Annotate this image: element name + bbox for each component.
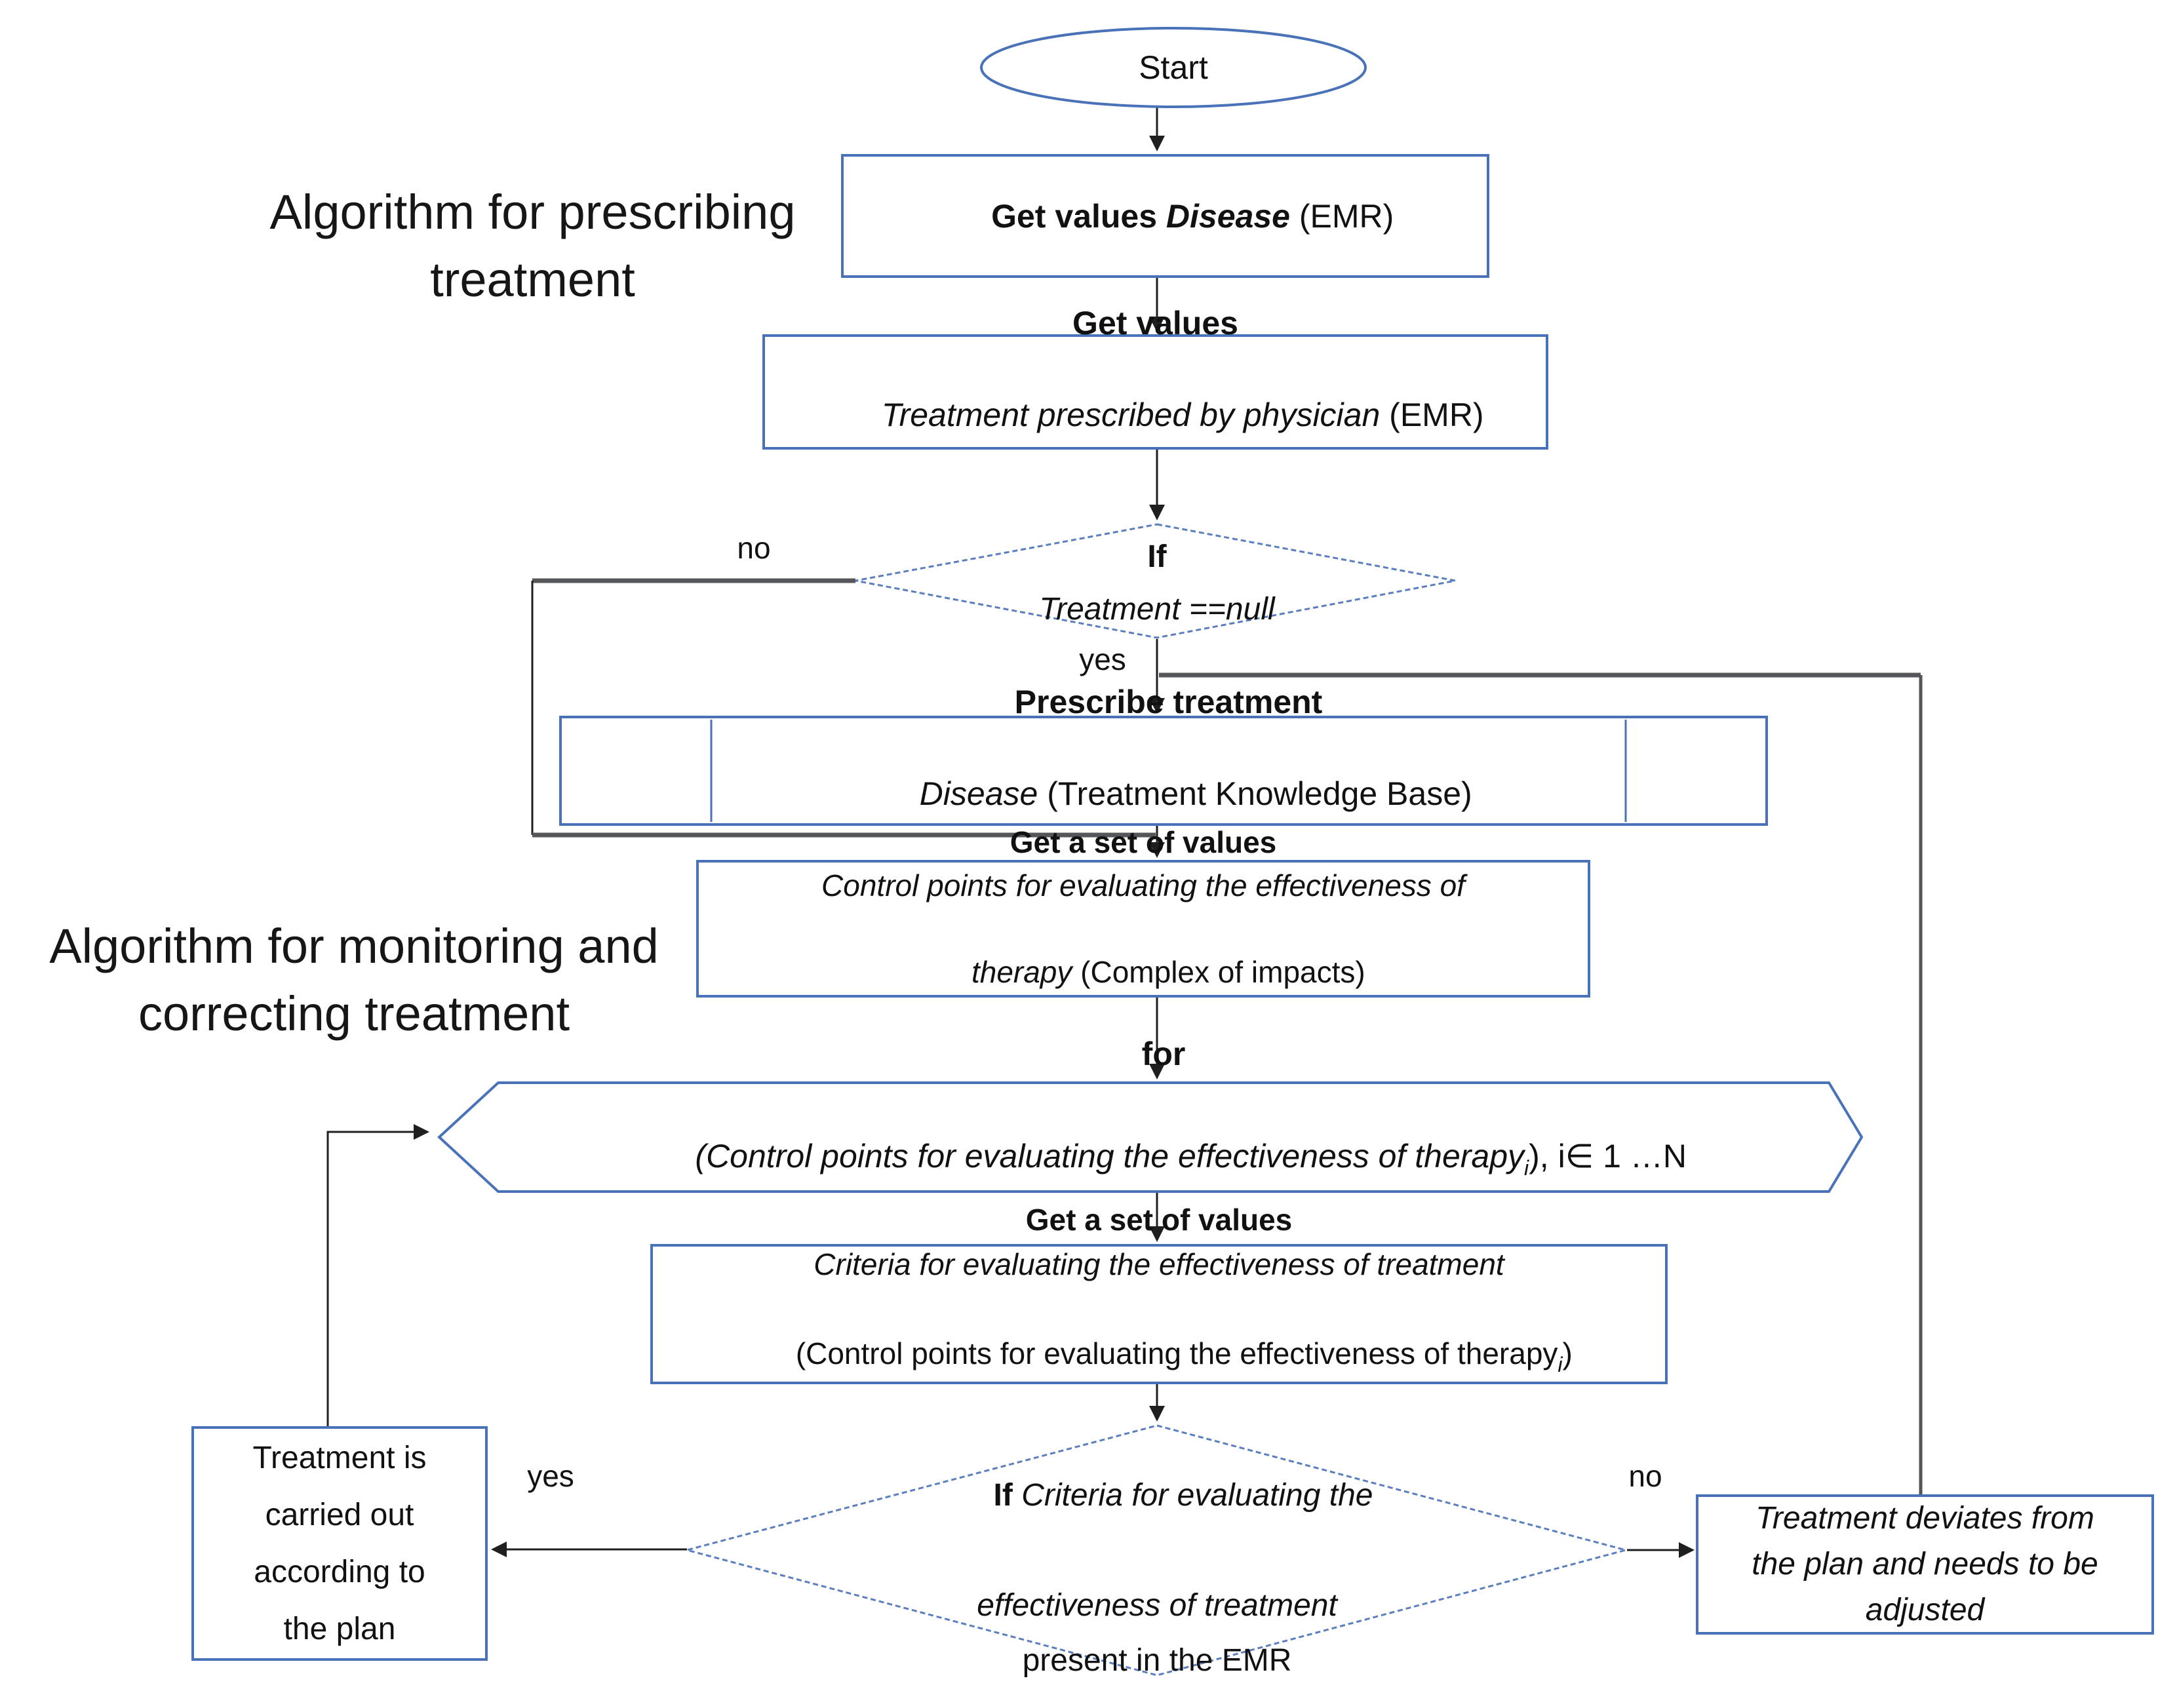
treatment-null-diamond — [855, 523, 1456, 639]
get-treatment-box — [762, 334, 1548, 450]
label-yes-bottom: yes — [527, 1459, 574, 1493]
get-control-points-box — [696, 860, 1590, 998]
title-monitoring: Algorithm for monitoring and correcting … — [49, 919, 659, 1041]
get-criteria-line2: Criteria for evaluating the effectivenes… — [814, 1247, 1504, 1281]
node-get-criteria: Get a set of values Criteria for evaluat… — [652, 1203, 1666, 1383]
get-control-points-title: Get a set of values — [1010, 825, 1277, 859]
for-keyword: for — [1141, 1036, 1186, 1072]
treatment-plan-box — [191, 1426, 488, 1661]
node-prescribe-treatment: Prescribe treatment Disease (Treatment K… — [711, 684, 1626, 822]
criteria-present-diamond — [683, 1424, 1630, 1677]
criteria-present-line3: present in the EMR — [1022, 1643, 1292, 1678]
label-no-bottom: no — [1628, 1459, 1662, 1493]
treatment-deviates-box — [1696, 1494, 2154, 1635]
node-treatment-deviates: Treatment deviates from the plan and nee… — [1697, 1496, 2153, 1633]
get-treatment-detail: Treatment prescribed by physician (EMR) — [881, 397, 1484, 433]
criteria-present-line2: effectiveness of treatment — [977, 1588, 1337, 1623]
prescribe-treatment-box — [559, 716, 1768, 826]
start-ellipse — [980, 27, 1367, 108]
prescribe-title: Prescribe treatment — [1014, 684, 1323, 720]
node-start: Start — [981, 29, 1365, 106]
node-treatment-plan: Treatment is carried out according to th… — [193, 1427, 486, 1659]
criteria-present-line1: If Criteria for evaluating the — [993, 1478, 1373, 1513]
get-disease-box — [841, 154, 1489, 278]
treatment-null-keyword: If — [1147, 539, 1167, 574]
get-criteria-title: Get a set of values — [1025, 1202, 1293, 1237]
for-condition: (Control points for evaluating the effec… — [695, 1138, 1687, 1180]
decision-criteria-present: If Criteria for evaluating the effective… — [862, 1467, 1452, 1678]
treatment-null-condition: Treatment ==null — [1039, 592, 1275, 627]
label-yes-top: yes — [1079, 642, 1126, 676]
node-get-control-points: Get a set of values Control points for e… — [697, 825, 1589, 996]
get-criteria-line3: (Control points for evaluating the effec… — [795, 1336, 1573, 1376]
treatment-plan-label: Treatment is carried out according to th… — [252, 1441, 427, 1646]
start-label: Start — [1139, 49, 1208, 86]
treatment-deviates-label: Treatment deviates from the plan and nee… — [1752, 1501, 2098, 1627]
get-disease-label: Get values Disease (EMR) — [991, 197, 1394, 235]
connector-plan-loopback-to-for — [326, 1124, 429, 1426]
decision-treatment-null: If Treatment ==null — [921, 531, 1393, 636]
label-no-top: no — [737, 531, 771, 565]
node-get-disease: Get values Disease (EMR) — [842, 155, 1488, 277]
loop-for-control-points: for (Control points for evaluating the e… — [498, 1036, 1829, 1186]
prescribe-detail: Disease (Treatment Knowledge Base) — [919, 775, 1472, 812]
get-treatment-title: Get values — [1072, 305, 1238, 341]
get-criteria-box — [650, 1244, 1668, 1384]
title-prescribing: Algorithm for prescribing treatment — [269, 185, 796, 307]
get-control-points-line2: Control points for evaluating the effect… — [821, 868, 1465, 903]
node-get-treatment: Get values Treatment prescribed by physi… — [764, 305, 1547, 448]
get-control-points-line3: therapy (Complex of impacts) — [971, 955, 1365, 989]
for-loop-hexagon — [437, 1081, 1864, 1193]
